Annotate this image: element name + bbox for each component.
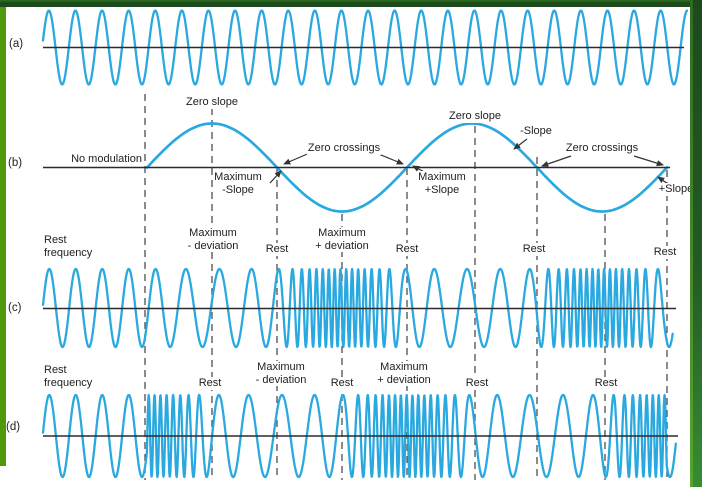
- annotation-line: Zero slope: [449, 110, 501, 122]
- annotation-line: Zero crossings: [307, 142, 381, 154]
- row-label-d: (d): [5, 421, 21, 434]
- wave-d: [41, 393, 677, 479]
- annotation-line: Rest: [198, 377, 222, 389]
- no-modulation-label: No modulation: [70, 153, 143, 166]
- annotation-arrow: [633, 155, 664, 167]
- annotation-line: Maximum: [380, 361, 428, 373]
- border-right-inner: [690, 0, 693, 487]
- annotation-line: Rest: [594, 377, 618, 389]
- maximum-minus-deviation-c: Maximum- deviation: [186, 227, 240, 252]
- maximum-plus-deviation-d: Maximum+ deviation: [376, 361, 432, 386]
- maximum-plus-slope-label: Maximum+Slope: [417, 171, 467, 196]
- plus-slope-label: +Slope: [657, 183, 695, 196]
- annotation-line: (d): [6, 421, 21, 433]
- rest-label-c2: Rest: [394, 243, 420, 256]
- maximum-minus-deviation-d: Maximum- deviation: [254, 361, 308, 386]
- annotation-line: Maximum: [214, 171, 262, 183]
- wave-a: [41, 9, 689, 86]
- row-label-b: (b): [7, 157, 23, 170]
- annotation-line: Rest: [44, 234, 67, 246]
- annotation-line: (a): [9, 38, 24, 50]
- border-right: [690, 0, 702, 487]
- maximum-minus-slope-label: Maximum-Slope: [213, 171, 263, 196]
- annotation-line: Rest: [330, 377, 354, 389]
- annotation-line: +Slope: [424, 183, 460, 196]
- annotation-line: (c): [8, 302, 22, 314]
- annotation-line: + deviation: [315, 239, 369, 252]
- maximum-plus-deviation-c: Maximum+ deviation: [314, 227, 370, 252]
- annotation-arrow: [269, 170, 282, 184]
- rest-label-d3: Rest: [464, 377, 490, 390]
- rest-label-d4: Rest: [593, 377, 619, 390]
- zero-slope-label: Zero slope: [185, 96, 239, 109]
- rest-label-d1: Rest: [197, 377, 223, 390]
- border-top: [0, 0, 702, 7]
- annotation-arrow: [513, 138, 528, 150]
- annotation-line: Maximum: [257, 361, 305, 373]
- annotation-arrow: [541, 155, 572, 167]
- zero-crossings-label-2: Zero crossings: [564, 142, 640, 155]
- annotation-line: Rest: [265, 243, 289, 255]
- zero-crossings-label: Zero crossings: [306, 142, 382, 155]
- annotation-line: Rest: [522, 243, 546, 255]
- annotation-line: Zero slope: [186, 96, 238, 108]
- wave-c: [41, 267, 674, 349]
- annotation-line: + deviation: [377, 373, 431, 386]
- rest-label-c3: Rest: [521, 243, 547, 256]
- border-left: [0, 7, 6, 466]
- annotation-line: - deviation: [187, 239, 239, 252]
- annotation-line: Rest: [44, 364, 67, 376]
- minus-slope-label: -Slope: [519, 125, 553, 138]
- annotation-line: -Slope: [520, 125, 552, 137]
- zero-slope-label-2: Zero slope: [448, 110, 502, 123]
- annotation-line: Maximum: [189, 227, 237, 239]
- rest-label-c1: Rest: [264, 243, 290, 256]
- annotation-line: Maximum: [318, 227, 366, 239]
- row-label-a: (a): [8, 38, 24, 51]
- annotation-line: No modulation: [71, 153, 142, 165]
- annotation-line: Rest: [653, 246, 677, 258]
- annotation-line: Maximum: [418, 171, 466, 183]
- annotation-arrow: [375, 152, 404, 165]
- row-label-c: (c): [7, 302, 22, 315]
- annotation-line: Rest: [395, 243, 419, 255]
- annotation-line: Rest: [465, 377, 489, 389]
- annotation-line: frequency: [44, 246, 93, 259]
- rest-label-d2: Rest: [329, 377, 355, 390]
- annotation-line: (b): [8, 157, 23, 169]
- annotation-line: Zero crossings: [565, 142, 639, 154]
- annotation-line: frequency: [44, 376, 93, 389]
- annotation-line: +Slope: [658, 183, 694, 195]
- annotation-line: -Slope: [222, 183, 254, 196]
- rest-label-c4: Rest: [652, 246, 678, 259]
- annotation-line: - deviation: [255, 373, 307, 386]
